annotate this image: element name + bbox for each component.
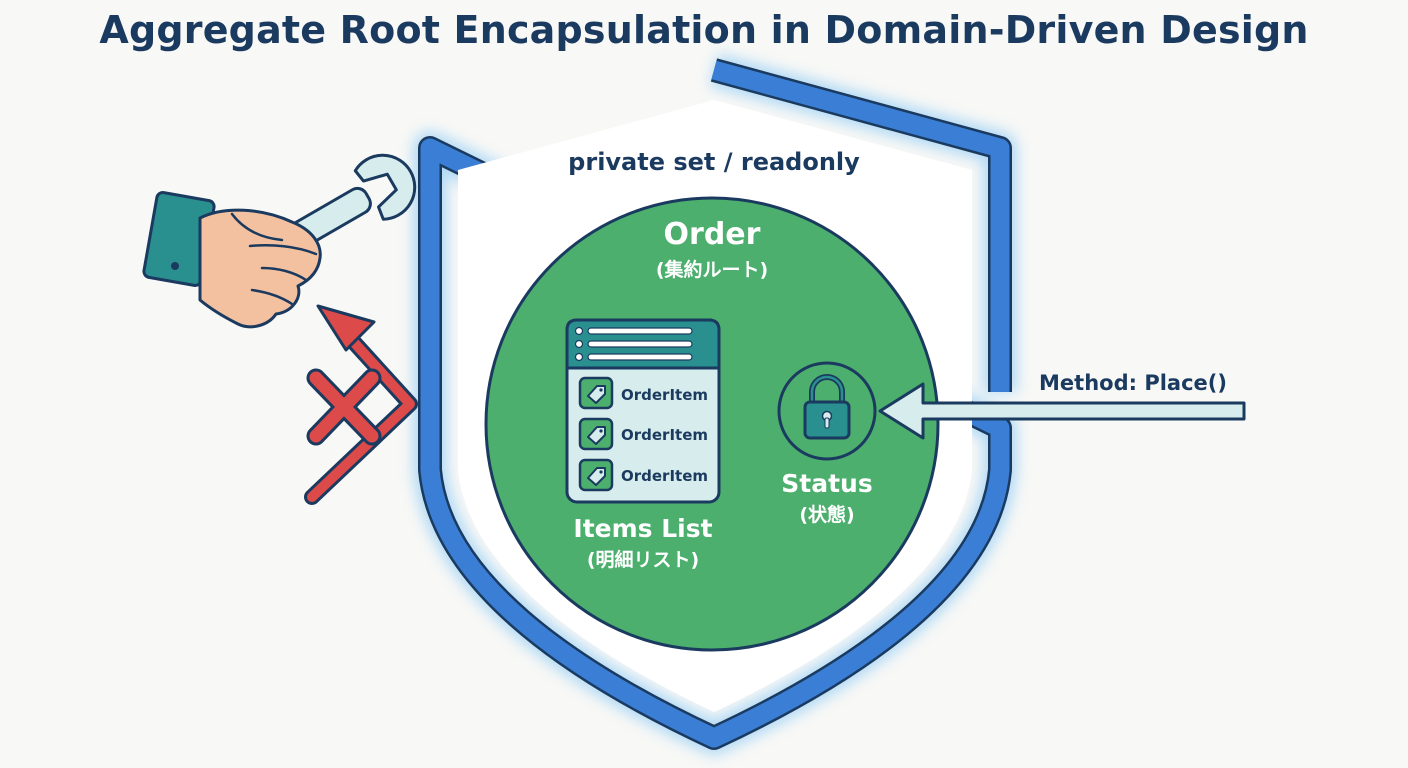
shield-band (420, 60, 1010, 748)
root-subtitle: (集約ルート) (656, 258, 768, 281)
list-item: OrderItem (578, 417, 708, 451)
items-list-panel: OrderItem OrderItem OrderItem Items List… (565, 318, 721, 571)
order-item-label: OrderItem (621, 467, 708, 485)
status-sublabel: (状態) (799, 503, 854, 526)
root-name: Order (664, 217, 761, 252)
wrench-hand-icon (142, 153, 417, 329)
hand (198, 208, 322, 329)
status-node: Status (状態) (777, 361, 877, 526)
method-arrow-icon (878, 382, 1246, 440)
x-mark-icon (306, 368, 382, 446)
order-item-label: OrderItem (621, 426, 708, 444)
padlock-icon (803, 374, 851, 440)
shield-label: private set / readonly (568, 148, 860, 176)
menu-lines-icon (574, 326, 693, 362)
list-item: OrderItem (578, 458, 708, 492)
method-label: Method: Place() (1039, 371, 1227, 395)
order-item-label: OrderItem (621, 386, 708, 404)
status-label: Status (781, 469, 872, 498)
list-item: OrderItem (578, 376, 708, 410)
items-list-label: Items List (573, 514, 712, 543)
blocked-arrow-icon (304, 304, 418, 505)
diagram-title: Aggregate Root Encapsulation in Domain-D… (99, 8, 1309, 52)
items-list-sublabel: (明細リスト) (587, 548, 699, 571)
